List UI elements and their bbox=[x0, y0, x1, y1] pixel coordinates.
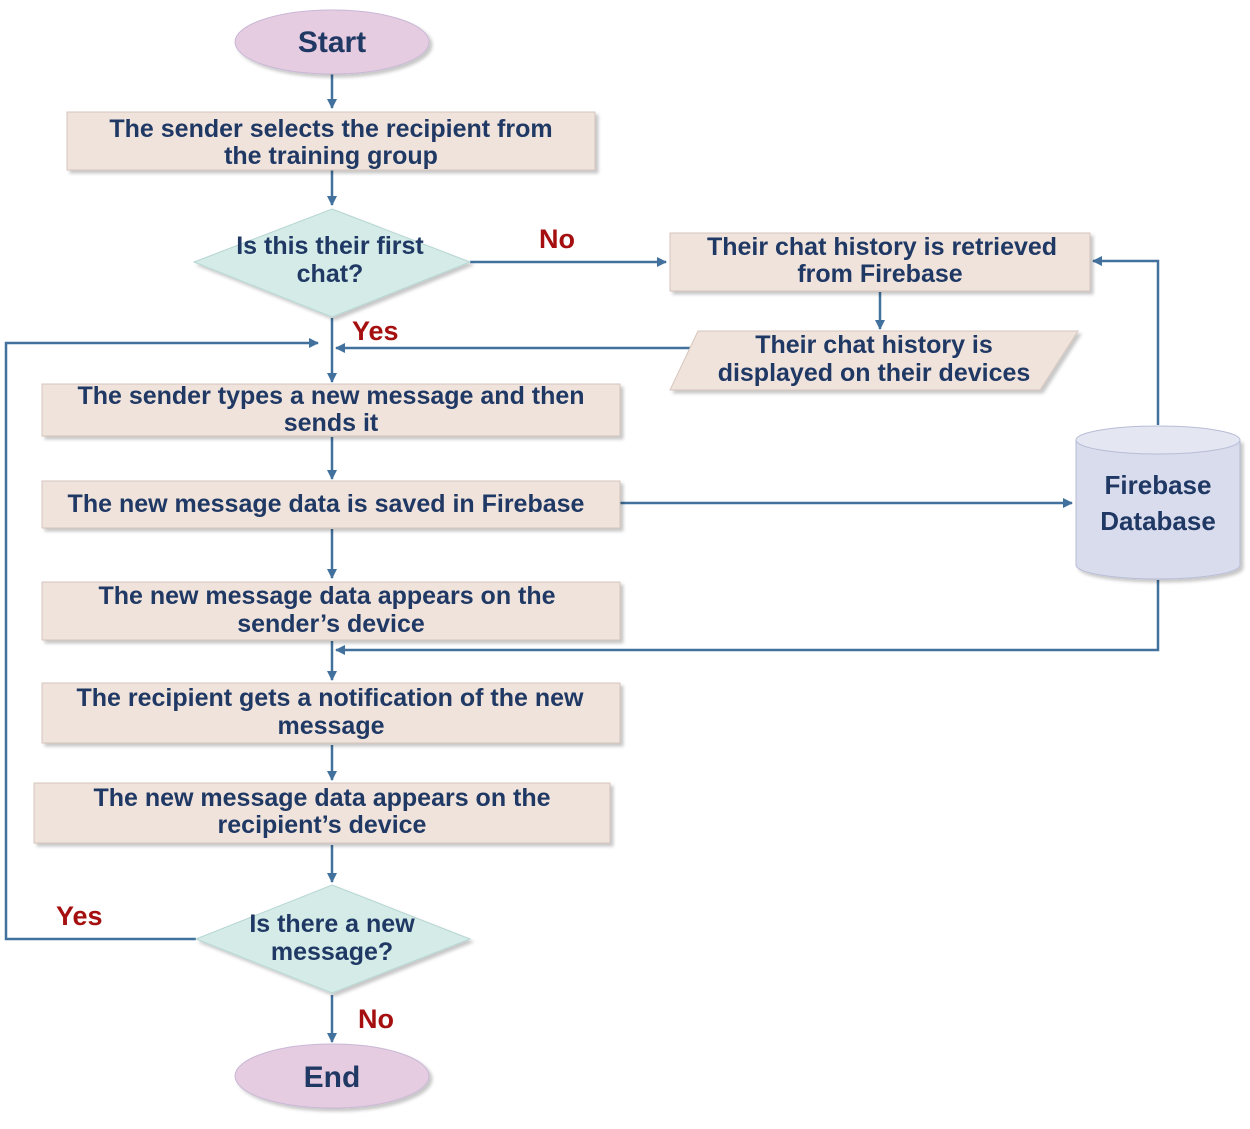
process-retrieve-history: Their chat history is retrieved from Fir… bbox=[669, 232, 1091, 292]
appears-sender-line-2: sender’s device bbox=[237, 610, 425, 638]
appears-recipient-line-1: The new message data appears on the bbox=[93, 784, 550, 812]
process-notification: The recipient gets a notification of the… bbox=[41, 682, 621, 744]
firebase-database-cylinder: Firebase Database bbox=[1075, 425, 1241, 580]
type-message-line-2: sends it bbox=[284, 409, 379, 437]
process-appears-recipient: The new message data appears on the reci… bbox=[33, 782, 611, 844]
edge-label-first-chat-no: No bbox=[539, 224, 575, 254]
notification-line-1: The recipient gets a notification of the… bbox=[77, 684, 585, 712]
process-save-message: The new message data is saved in Firebas… bbox=[41, 480, 621, 529]
process-appears-sender: The new message data appears on the send… bbox=[41, 581, 621, 641]
process-type-message: The sender types a new message and then … bbox=[41, 382, 621, 437]
arrow-database-to-main bbox=[335, 580, 1160, 655]
display-history-line-2: displayed on their devices bbox=[718, 359, 1031, 387]
database-line-2: Database bbox=[1100, 506, 1216, 536]
data-display-history: Their chat history is displayed on their… bbox=[669, 330, 1079, 391]
select-recipient-line-1: The sender selects the recipient from bbox=[109, 115, 552, 143]
new-message-line-1: Is there a new bbox=[249, 910, 415, 938]
first-chat-line-1: Is this their first bbox=[236, 232, 424, 260]
type-message-line-1: The sender types a new message and then bbox=[77, 382, 584, 410]
retrieve-history-line-2: from Firebase bbox=[797, 260, 962, 288]
arrow-new-message-yes-loop bbox=[4, 338, 319, 941]
first-chat-line-2: chat? bbox=[297, 260, 364, 288]
save-message-line-1: The new message data is saved in Firebas… bbox=[68, 490, 585, 518]
end-terminal: End bbox=[234, 1043, 430, 1109]
edge-label-new-message-no: No bbox=[358, 1004, 394, 1034]
display-history-line-1: Their chat history is bbox=[755, 331, 993, 359]
edge-label-new-message-yes: Yes bbox=[56, 901, 103, 931]
retrieve-history-line-1: Their chat history is retrieved bbox=[707, 233, 1057, 261]
appears-sender-line-1: The new message data appears on the bbox=[98, 582, 555, 610]
database-line-1: Firebase bbox=[1105, 470, 1212, 500]
select-recipient-line-2: the training group bbox=[224, 142, 438, 170]
edge-label-first-chat-yes: Yes bbox=[352, 316, 399, 346]
start-terminal: Start bbox=[234, 9, 430, 75]
connectors bbox=[4, 72, 1160, 1043]
decision-new-message: Is there a new message? bbox=[194, 884, 472, 994]
process-select-recipient: The sender selects the recipient from th… bbox=[66, 111, 596, 171]
end-label: End bbox=[304, 1061, 361, 1094]
arrow-database-to-retrieve bbox=[1092, 256, 1160, 425]
new-message-line-2: message? bbox=[271, 938, 393, 966]
decision-first-chat: Is this their first chat? bbox=[192, 208, 472, 318]
appears-recipient-line-2: recipient’s device bbox=[218, 811, 427, 839]
notification-line-2: message bbox=[277, 712, 384, 740]
start-label: Start bbox=[298, 26, 366, 59]
